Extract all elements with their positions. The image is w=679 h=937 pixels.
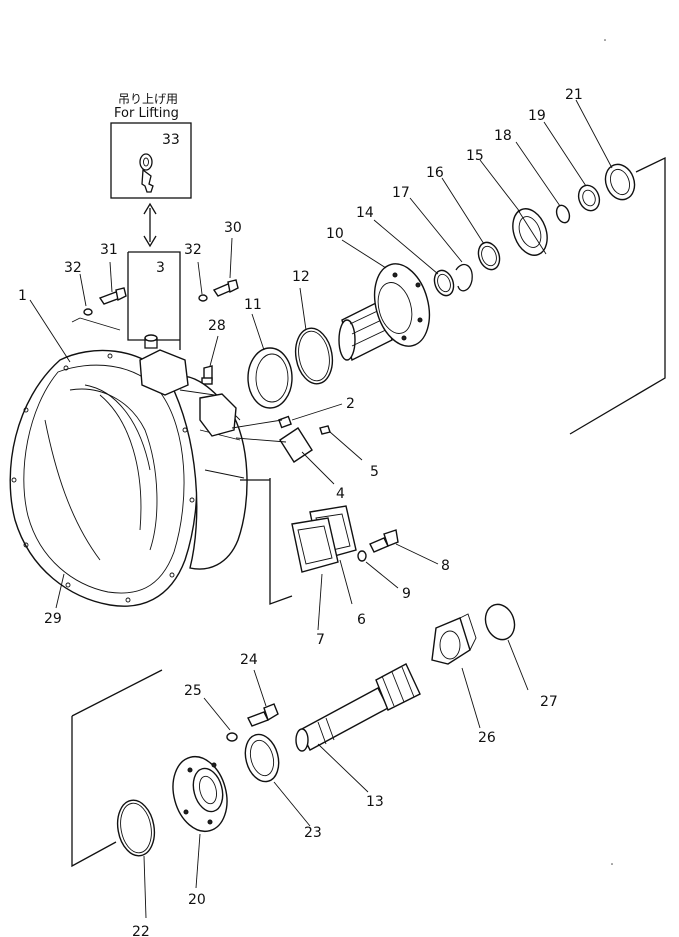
callout-22: 22 [132, 924, 150, 937]
callout-30: 30 [224, 220, 242, 236]
ring-11 [247, 347, 293, 409]
callout-7: 7 [316, 632, 325, 648]
washer-32-right [198, 294, 208, 302]
washer-32-left [83, 308, 93, 316]
lifting-eye-box: 吊り上げ用 For Lifting 33 [110, 92, 192, 199]
bearing-15 [512, 208, 548, 256]
o-ring-22 [116, 799, 156, 857]
bolt-31 [98, 287, 127, 305]
seal-23 [244, 733, 280, 783]
bolt-28 [201, 365, 213, 385]
double-arrow-icon [143, 202, 157, 248]
callout-1: 1 [18, 288, 27, 304]
plug-2 [278, 415, 292, 429]
callout-17: 17 [392, 185, 410, 201]
circlip-17 [455, 263, 473, 292]
washer-9 [357, 550, 367, 562]
callout-16: 16 [426, 165, 444, 181]
callout-6: 6 [357, 612, 366, 628]
plug-part-3 [144, 334, 158, 349]
flange-shaft-10 [338, 263, 431, 362]
ring-19 [577, 184, 601, 212]
callout-27: 27 [540, 694, 558, 710]
callout-3: 3 [156, 260, 165, 276]
callout-20: 20 [188, 892, 206, 908]
callout-5: 5 [370, 464, 379, 480]
callout-21: 21 [565, 87, 583, 103]
callout-14: 14 [356, 205, 374, 221]
cover-bracket [269, 478, 293, 605]
gasket-7 [291, 517, 339, 573]
group-bracket-right [569, 156, 666, 435]
ring-27 [484, 603, 516, 641]
callout-4: 4 [336, 486, 345, 502]
callout-18: 18 [494, 128, 512, 144]
coupling-26 [431, 613, 477, 665]
callout-25: 25 [184, 683, 202, 699]
ring-18 [555, 204, 571, 224]
flywheel-housing [9, 349, 248, 607]
eye-bolt-icon [139, 153, 154, 193]
bolt-30 [212, 279, 239, 297]
lifting-part-number: 33 [162, 132, 180, 148]
washer-25 [226, 732, 238, 742]
callout-24: 24 [240, 652, 258, 668]
plug-box [127, 251, 181, 350]
callout-8: 8 [441, 558, 450, 574]
retainer-20 [172, 755, 228, 833]
callout-32-right: 32 [184, 242, 202, 258]
callout-13: 13 [366, 794, 384, 810]
screw-5 [319, 425, 331, 435]
callout-28: 28 [208, 318, 226, 334]
callout-23: 23 [304, 825, 322, 841]
callout-labels: 1 2 3 4 5 6 7 8 9 10 11 12 13 14 15 16 1… [18, 87, 583, 937]
callout-11: 11 [244, 297, 262, 313]
callout-9: 9 [402, 586, 411, 602]
group-bracket-bottom [71, 716, 117, 868]
o-ring-12 [294, 327, 334, 385]
snap-ring-14 [433, 269, 455, 297]
callout-29: 29 [44, 611, 62, 627]
callout-31: 31 [100, 242, 118, 258]
callout-15: 15 [466, 148, 484, 164]
bolt-8 [369, 529, 399, 553]
callout-26: 26 [478, 730, 496, 746]
callout-10: 10 [326, 226, 344, 242]
callout-19: 19 [528, 108, 546, 124]
ring-16 [477, 241, 501, 271]
bearing-21 [604, 163, 636, 201]
pinion-shaft-13 [295, 663, 421, 752]
callout-2: 2 [346, 396, 355, 412]
lifting-label-en: For Lifting [114, 106, 179, 121]
callout-12: 12 [292, 269, 310, 285]
lifting-label-jp: 吊り上げ用 [118, 92, 178, 106]
callout-32-left: 32 [64, 260, 82, 276]
bolt-24 [247, 703, 279, 727]
leader-lines [29, 99, 613, 919]
